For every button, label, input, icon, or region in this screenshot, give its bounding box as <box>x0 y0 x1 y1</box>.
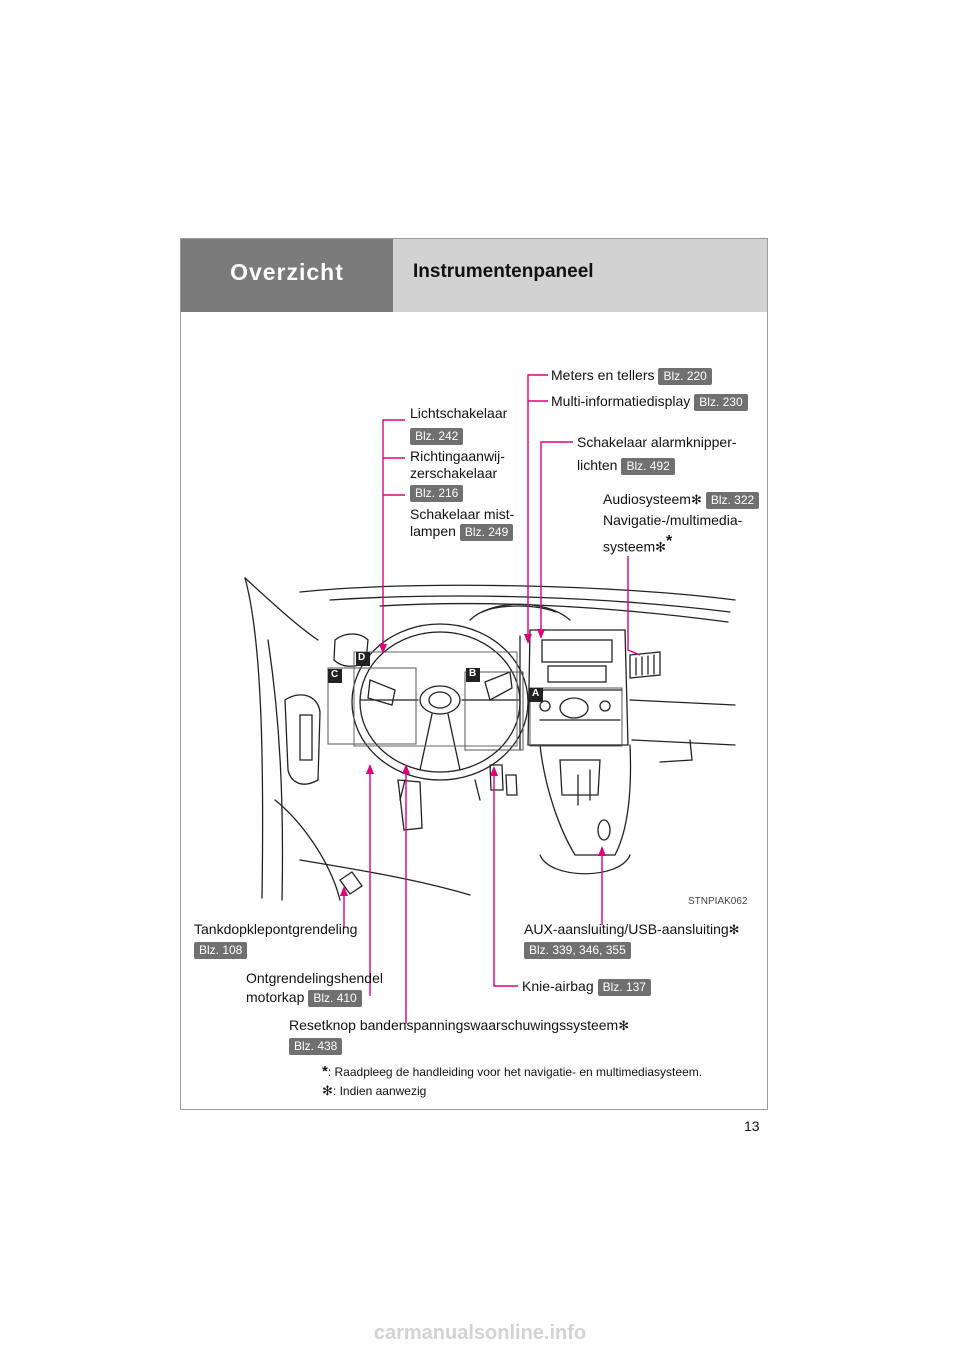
label-tank-page: Blz. 108 <box>194 941 248 959</box>
marker-b: B <box>469 668 477 679</box>
page-frame <box>180 238 768 1110</box>
footnote-nav: *: Raadpleeg de handleiding voor het nav… <box>322 1063 703 1080</box>
marker-a: A <box>532 688 540 699</box>
marker-c: C <box>331 669 339 680</box>
label-tank: Tankdopklepontgrendeling <box>194 921 358 937</box>
label-reset-page: Blz. 438 <box>289 1037 343 1055</box>
footnote-optional: ✻: Indien aanwezig <box>322 1083 427 1098</box>
label-audio: Audiosysteem✻Blz. 322 Navigatie-/multime… <box>603 489 760 558</box>
label-aux: AUX-aansluiting/USB-aansluiting✻ <box>524 921 740 937</box>
watermark: carmanualsonline.info <box>373 1322 587 1344</box>
image-code: STNPIAK062 <box>688 896 748 907</box>
header-bar: Instrumentenpaneel <box>393 239 767 312</box>
label-aux-page: Blz. 339, 346, 355 <box>524 941 631 959</box>
label-reset: Resetknop bandenspanningswaarschuwingssy… <box>289 1017 630 1033</box>
page-number: 13 <box>744 1118 760 1134</box>
section-tab: Overzicht <box>181 239 393 312</box>
marker-d: D <box>358 652 366 663</box>
section-title: Overzicht <box>230 259 344 285</box>
label-richting-page: Blz. 216 <box>410 484 464 502</box>
page-ref-badge: Blz. 230 <box>694 393 748 411</box>
label-licht-page: Blz. 242 <box>410 427 464 445</box>
page-title: Instrumentenpaneel <box>413 261 594 282</box>
page-ref-badge: Blz. 220 <box>658 367 712 385</box>
label-richting: Richtingaanwij- zerschakelaar <box>410 448 505 481</box>
label-licht: Lichtschakelaar <box>410 405 508 421</box>
